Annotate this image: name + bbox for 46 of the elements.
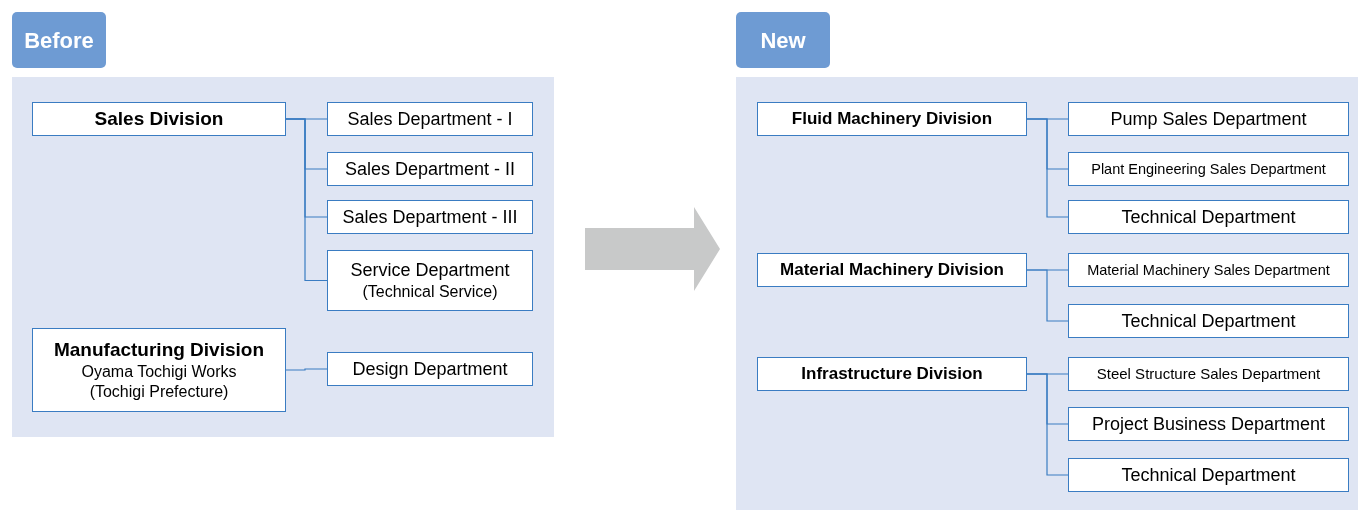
department-box [327, 200, 533, 234]
department-box [1068, 304, 1349, 338]
department-name: Technical Department [1121, 463, 1296, 487]
department-box [1068, 357, 1349, 391]
connector-line [285, 118, 328, 282]
department-name: Technical Department [1121, 205, 1296, 229]
department-name: Technical Department [1121, 309, 1296, 333]
division-box [757, 357, 1027, 391]
department-name: Material Machinery Sales Department [1087, 260, 1330, 280]
block-arrow [585, 207, 720, 291]
department-name: Plant Engineering Sales Department [1091, 159, 1326, 179]
department-name: Project Business Department [1091, 412, 1326, 436]
division-note: Oyama Tochigi Works (Tochigi Prefecture) [80, 361, 238, 402]
department-note: (Technical Service) [362, 281, 498, 302]
division-box [32, 328, 286, 412]
connector-line [1026, 373, 1069, 476]
department-name: Sales Department - III [342, 205, 518, 229]
division-name: Fluid Machinery Division [791, 108, 993, 130]
division-box [757, 102, 1027, 136]
department-name: Pump Sales Department [1110, 107, 1307, 131]
connector-line [1026, 269, 1069, 322]
department-box [1068, 152, 1349, 186]
department-name: Steel Structure Sales Department [1096, 364, 1321, 384]
department-box [1068, 200, 1349, 234]
department-box [327, 152, 533, 186]
connector-line [285, 368, 328, 371]
connector-line [1026, 118, 1069, 218]
department-name: Design Department [352, 357, 508, 381]
department-name: Service Department [350, 259, 510, 282]
division-name: Infrastructure Division [801, 363, 983, 385]
division-box [757, 253, 1027, 287]
department-box [327, 102, 533, 136]
department-name: Sales Department - II [344, 157, 516, 181]
division-box [32, 102, 286, 136]
division-name: Material Machinery Division [780, 259, 1004, 281]
department-name: Sales Department - I [347, 107, 513, 131]
division-name: Sales Division [94, 107, 224, 131]
department-box [1068, 102, 1349, 136]
department-box [327, 352, 533, 386]
department-box [1068, 458, 1349, 492]
panel-heading-tab: Before [12, 12, 106, 68]
division-name: Manufacturing Division [53, 338, 265, 362]
department-box [1068, 407, 1349, 441]
department-box [327, 250, 533, 311]
department-box [1068, 253, 1349, 287]
panel-heading-tab: New [736, 12, 830, 68]
